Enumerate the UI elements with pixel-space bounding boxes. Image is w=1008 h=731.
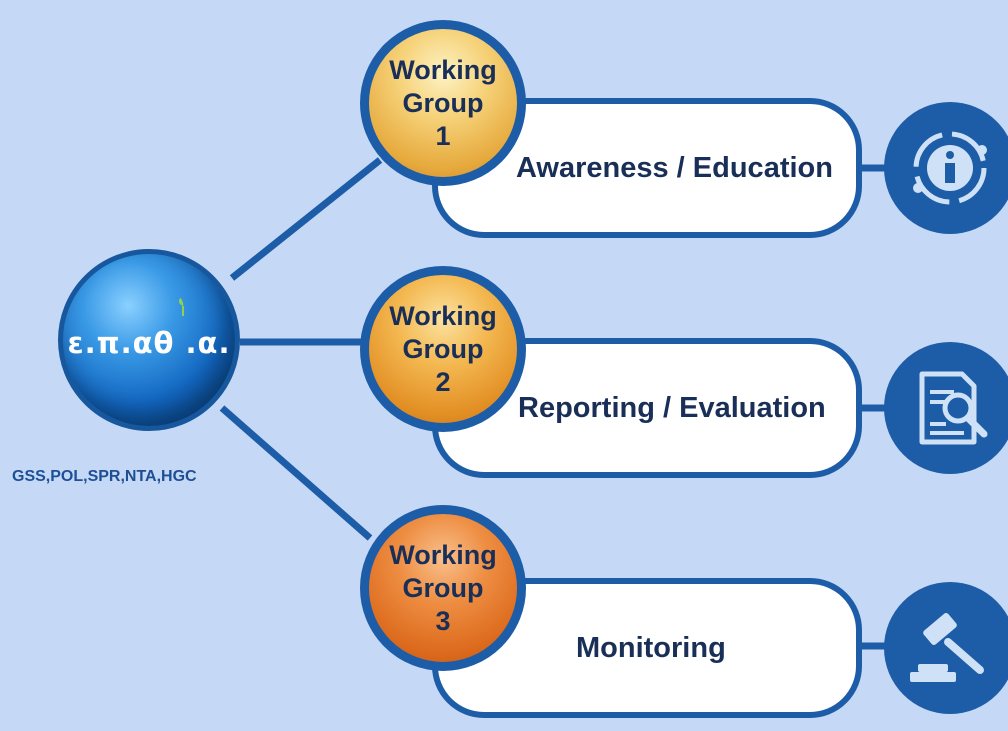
wg-2-number: 2 xyxy=(435,366,451,397)
wg-3-line2: Group xyxy=(402,572,484,603)
wg-1-line2: Group xyxy=(402,87,484,118)
gavel-icon xyxy=(884,582,1008,714)
hub-logo-sphere: ε.π.αθ .α. xyxy=(58,249,240,431)
wg-3-number: 3 xyxy=(435,605,451,636)
wg-1-line1: Working xyxy=(389,54,497,85)
wg-2-line2: Group xyxy=(402,333,484,364)
leaf-figure-icon xyxy=(178,298,184,316)
wg-1-number: 1 xyxy=(435,120,451,151)
group-3-label: Monitoring xyxy=(576,631,726,664)
connector-group-1 xyxy=(229,157,383,281)
hub-logo-text: ε.π.αθ .α. xyxy=(67,326,231,360)
group-2-label: Reporting / Evaluation xyxy=(518,391,826,424)
info-icon xyxy=(884,102,1008,234)
wg-3-line1: Working xyxy=(389,539,497,570)
wg-2-line1: Working xyxy=(389,300,497,331)
working-group-3-circle: Working Group 3 xyxy=(360,505,526,671)
hub-caption: GSS,POL,SPR,NTA,HGC xyxy=(12,468,197,485)
working-group-1-circle: Working Group 1 xyxy=(360,20,526,186)
document-search-icon xyxy=(884,342,1008,474)
connector-group-3 xyxy=(219,405,373,541)
group-1-label: Awareness / Education xyxy=(516,151,833,184)
working-group-2-circle: Working Group 2 xyxy=(360,266,526,432)
